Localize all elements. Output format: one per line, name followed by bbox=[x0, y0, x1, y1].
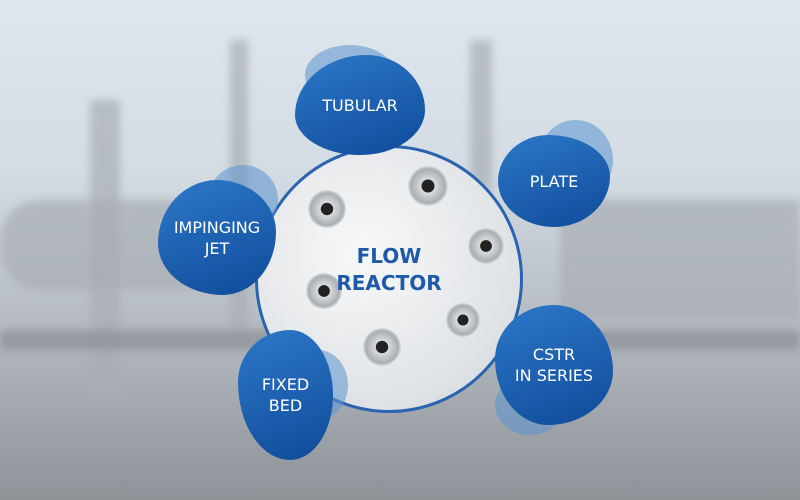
label-fixed: FIXED bbox=[261, 375, 310, 394]
label-in-series: IN SERIES bbox=[514, 366, 594, 385]
blob-cstr-in-series[interactable]: CSTR IN SERIES bbox=[495, 305, 613, 435]
blob-plate[interactable]: PLATE bbox=[498, 120, 613, 227]
label-plate: PLATE bbox=[529, 171, 579, 191]
fitting bbox=[306, 273, 342, 309]
fitting bbox=[446, 303, 480, 337]
fitting bbox=[308, 190, 346, 228]
hub-title: FLOW REACTOR bbox=[258, 243, 520, 297]
label-jet: JET bbox=[204, 238, 230, 258]
blob-tubular[interactable]: TUBULAR bbox=[295, 45, 425, 155]
fitting bbox=[408, 166, 448, 206]
blob-fixed-bed[interactable]: FIXED BED bbox=[238, 330, 348, 460]
label-impinging: IMPINGING bbox=[173, 217, 261, 237]
label-cstr: CSTR bbox=[532, 345, 576, 364]
blob-impinging-jet[interactable]: IMPINGING JET bbox=[158, 165, 278, 295]
fitting bbox=[468, 228, 504, 264]
label-tubular: TUBULAR bbox=[322, 95, 398, 115]
hub-title-line2: REACTOR bbox=[336, 271, 442, 295]
label-bed: BED bbox=[268, 396, 303, 415]
fitting bbox=[363, 328, 401, 366]
hub-title-line1: FLOW bbox=[356, 244, 422, 268]
